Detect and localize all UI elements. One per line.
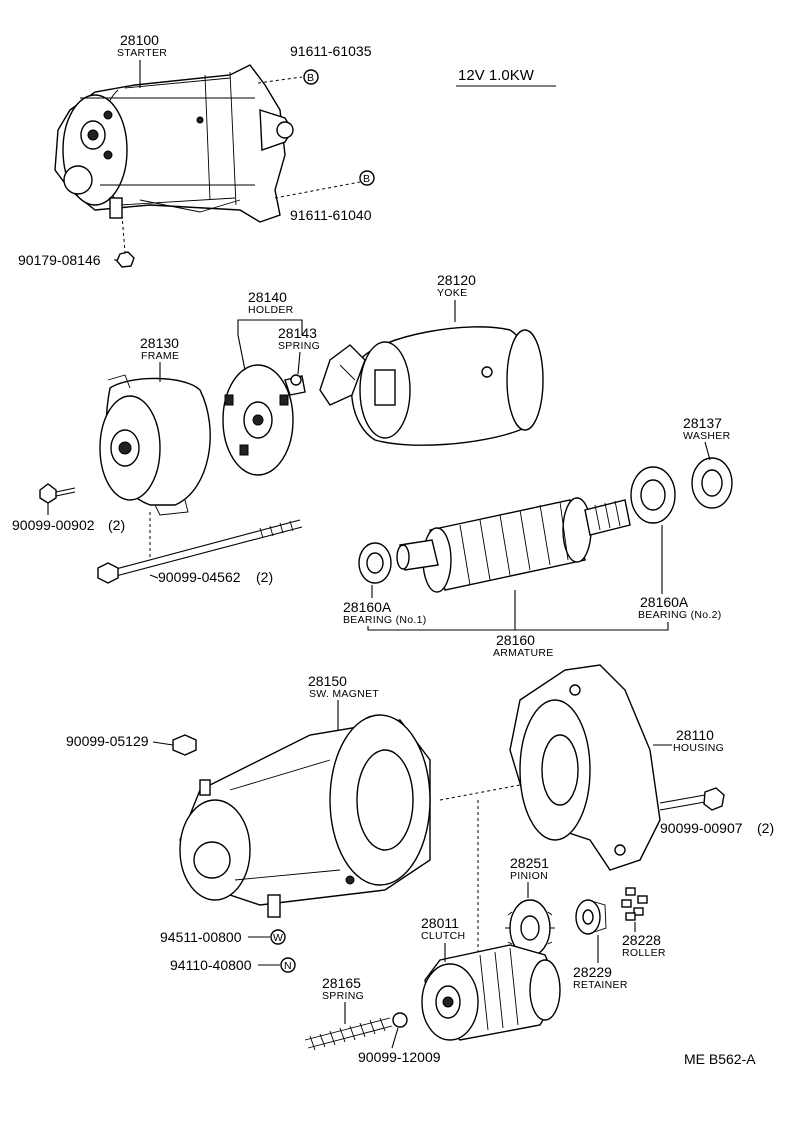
housing-align-dash: [439, 784, 521, 801]
holder-number: 28140: [248, 289, 287, 305]
holder-leader: [237, 334, 246, 371]
rollers-drawing: [621, 887, 648, 921]
bolt-upper-mark: B: [307, 72, 314, 84]
starter-number: 28100: [120, 32, 159, 48]
bolt-lower-leader: [274, 181, 361, 199]
nut-n-mark: N: [284, 960, 292, 972]
retainer-number: 28229: [573, 964, 612, 980]
terminal-nut-dash: [121, 214, 126, 253]
return-spring-name: SPRING: [322, 990, 364, 1002]
roller-name: ROLLER: [622, 947, 666, 959]
magnet-nut-leader: [152, 741, 174, 746]
bearing-2-drawing: [630, 466, 676, 524]
frame-drawing: [99, 374, 211, 516]
armature-drawing: [396, 497, 631, 593]
magnet-nut-label: 90099-05129: [66, 733, 149, 749]
frame-number: 28130: [140, 335, 179, 351]
frame-screw-label: 90099-00902: [12, 517, 95, 533]
magnet-switch-name: SW. MAGNET: [309, 688, 379, 700]
bolt-lower-mark-circle: [359, 170, 375, 186]
bearing-1-drawing: [358, 542, 392, 584]
bolt-upper-mark-circle: [303, 69, 319, 85]
washer-name: WASHER: [683, 430, 731, 442]
brush-spring-number: 28143: [278, 325, 317, 341]
housing-drawing: [509, 664, 661, 871]
terminal-nut-part: [116, 251, 135, 268]
nut-n-mark-circle: [280, 957, 296, 973]
starter-name: STARTER: [117, 47, 167, 59]
magnet-nut-part: [172, 734, 197, 756]
brush-spring-name: SPRING: [278, 340, 320, 352]
washer-w-label: 94511-00800: [160, 929, 242, 945]
frame-screw-qty: (2): [108, 517, 125, 533]
yoke-number: 28120: [437, 272, 476, 288]
housing-bolt-drawing: [659, 787, 725, 811]
armature-name: ARMATURE: [493, 647, 554, 659]
bolt-lower-label: 91611-61040: [290, 207, 372, 223]
pinion-number: 28251: [510, 855, 549, 871]
holder-bracket: [237, 319, 303, 335]
washer-number: 28137: [683, 415, 722, 431]
housing-number: 28110: [676, 727, 714, 743]
retainer-drawing: [575, 899, 607, 935]
through-bolt-drawing: [97, 519, 303, 584]
clutch-drawing: [421, 944, 561, 1041]
magnet-switch-drawing: [179, 714, 431, 918]
housing-name: HOUSING: [673, 742, 724, 754]
holder-name: HOLDER: [248, 304, 294, 316]
return-spring-drawing: [304, 1017, 393, 1051]
retainer-name: RETAINER: [573, 979, 628, 991]
housing-bolt-qty: (2): [757, 820, 774, 836]
washer-w-mark: W: [273, 932, 283, 944]
bolt-lower-mark: B: [363, 173, 370, 185]
starter-assembly-drawing: [54, 64, 294, 223]
through-bolt-qty: (2): [256, 569, 273, 585]
nut-n-label: 94110-40800: [170, 957, 252, 973]
pinion-drawing: [505, 899, 555, 957]
yoke-name: YOKE: [437, 287, 467, 299]
through-bolt-leader: [149, 574, 159, 579]
yoke-drawing: [319, 326, 544, 446]
clutch-name: CLUTCH: [421, 930, 465, 942]
brush-holder-drawing: [222, 364, 306, 476]
return-spring-number: 28165: [322, 975, 361, 991]
steel-ball-label: 90099-12009: [358, 1049, 441, 1065]
armature-bracket: [367, 622, 669, 631]
pinion-name: PINION: [510, 870, 548, 882]
brush-spring-leader: [297, 351, 301, 375]
spec-label: 12V 1.0KW: [458, 67, 535, 84]
frame-screw-drawing: [39, 483, 76, 504]
magnet-switch-number: 28150: [308, 673, 347, 689]
bolt-upper-leader: [257, 76, 303, 84]
frame-name: FRAME: [141, 350, 179, 362]
clutch-number: 28011: [421, 915, 459, 931]
through-bolt-label: 90099-04562: [158, 569, 241, 585]
bearing-2-name: BEARING (No.2): [638, 609, 722, 621]
steel-ball-leader: [391, 1027, 399, 1049]
steel-ball-part: [392, 1012, 408, 1028]
housing-bolt-label: 90099-00907: [660, 820, 743, 836]
bearing-2-number: 28160A: [640, 594, 689, 610]
washer-w-mark-circle: [270, 929, 286, 945]
bolt-upper-label: 91611-61035: [290, 43, 372, 59]
terminal-nut-label: 90179-08146: [18, 252, 101, 268]
bearing-1-number: 28160A: [343, 599, 392, 615]
washer-drawing: [691, 457, 733, 509]
roller-number: 28228: [622, 932, 661, 948]
washer-leader: [704, 441, 711, 461]
armature-number: 28160: [496, 632, 535, 648]
figure-code: ME B562-A: [684, 1051, 756, 1067]
bearing-1-name: BEARING (No.1): [343, 614, 427, 626]
